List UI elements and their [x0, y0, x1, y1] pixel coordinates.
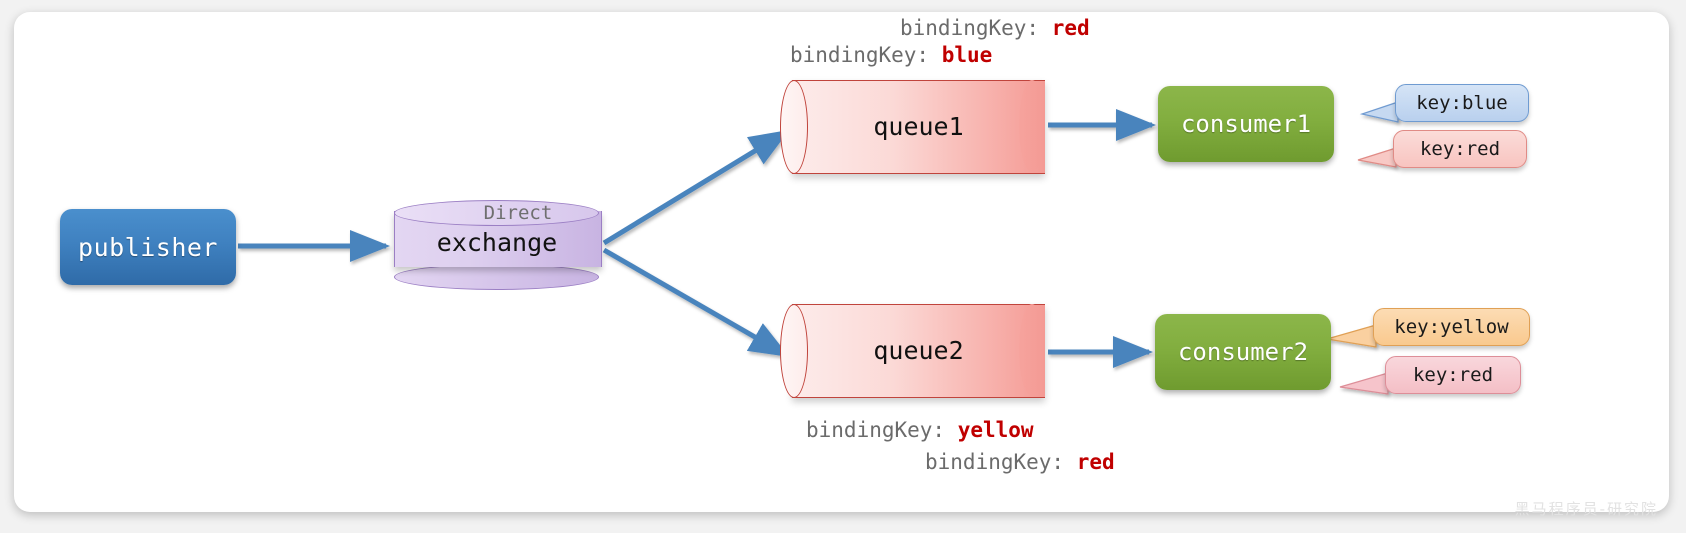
binding-caption-queue2-red: bindingKey: red — [925, 450, 1115, 474]
binding-caption-queue2-yellow: bindingKey: yellow — [806, 418, 1034, 442]
message-bubble-key-yellow: key:yellow — [1373, 308, 1530, 346]
queue1-label: queue1 — [873, 111, 964, 141]
queue2-cylinder-right — [1019, 304, 1045, 396]
exchange-type-label: Direct — [483, 202, 553, 224]
bubble-tail-red2 — [1339, 372, 1389, 395]
binding-caption-prefix: bindingKey: — [790, 43, 942, 67]
binding-caption-prefix: bindingKey: — [900, 16, 1052, 40]
queue1-cylinder-body — [792, 80, 1045, 174]
queue2-cylinder-left — [780, 304, 808, 398]
queue1-cylinder-right — [1019, 80, 1045, 172]
queue2-label: queue2 — [873, 335, 964, 365]
binding-caption-queue1-blue: bindingKey: blue — [790, 43, 992, 67]
bubble-tail-yellow — [1326, 324, 1377, 348]
exchange-label: exchange — [436, 228, 558, 257]
publisher-label: publisher — [78, 232, 218, 262]
binding-caption-key: blue — [941, 43, 993, 67]
exchange-cylinder-top — [394, 200, 599, 226]
bubble-tail-red1 — [1357, 147, 1397, 168]
node-publisher[interactable]: publisher — [60, 209, 236, 285]
watermark: 黑马程序员-研究院 — [1514, 500, 1658, 518]
edge-exchange-to-queue1 — [602, 129, 790, 246]
binding-caption-key: yellow — [957, 418, 1034, 442]
message-bubble-key-red-2: key:red — [1385, 356, 1521, 394]
consumer1-label: consumer1 — [1180, 110, 1312, 138]
node-queue2[interactable]: queue2 — [780, 304, 1045, 398]
binding-caption-prefix: bindingKey: — [925, 450, 1077, 474]
queue2-cylinder-body — [792, 304, 1045, 398]
exchange-cylinder-bottom — [394, 264, 599, 290]
binding-caption-prefix: bindingKey: — [806, 418, 958, 442]
consumer2-label: consumer2 — [1177, 338, 1309, 366]
message-bubble-key-blue: key:blue — [1395, 84, 1529, 122]
binding-caption-queue1-red: bindingKey: red — [900, 16, 1090, 40]
binding-caption-key: red — [1076, 450, 1115, 474]
node-exchange[interactable]: Direct exchange — [394, 200, 602, 290]
binding-caption-key: red — [1051, 16, 1090, 40]
message-bubble-key-red-1: key:red — [1393, 130, 1527, 168]
node-queue1[interactable]: queue1 — [780, 80, 1045, 174]
edge-exchange-to-queue2 — [602, 247, 790, 358]
queue1-cylinder-left — [780, 80, 808, 174]
node-consumer2[interactable]: consumer2 — [1155, 314, 1331, 390]
bubble-tail-blue — [1359, 101, 1399, 123]
node-consumer1[interactable]: consumer1 — [1158, 86, 1334, 162]
